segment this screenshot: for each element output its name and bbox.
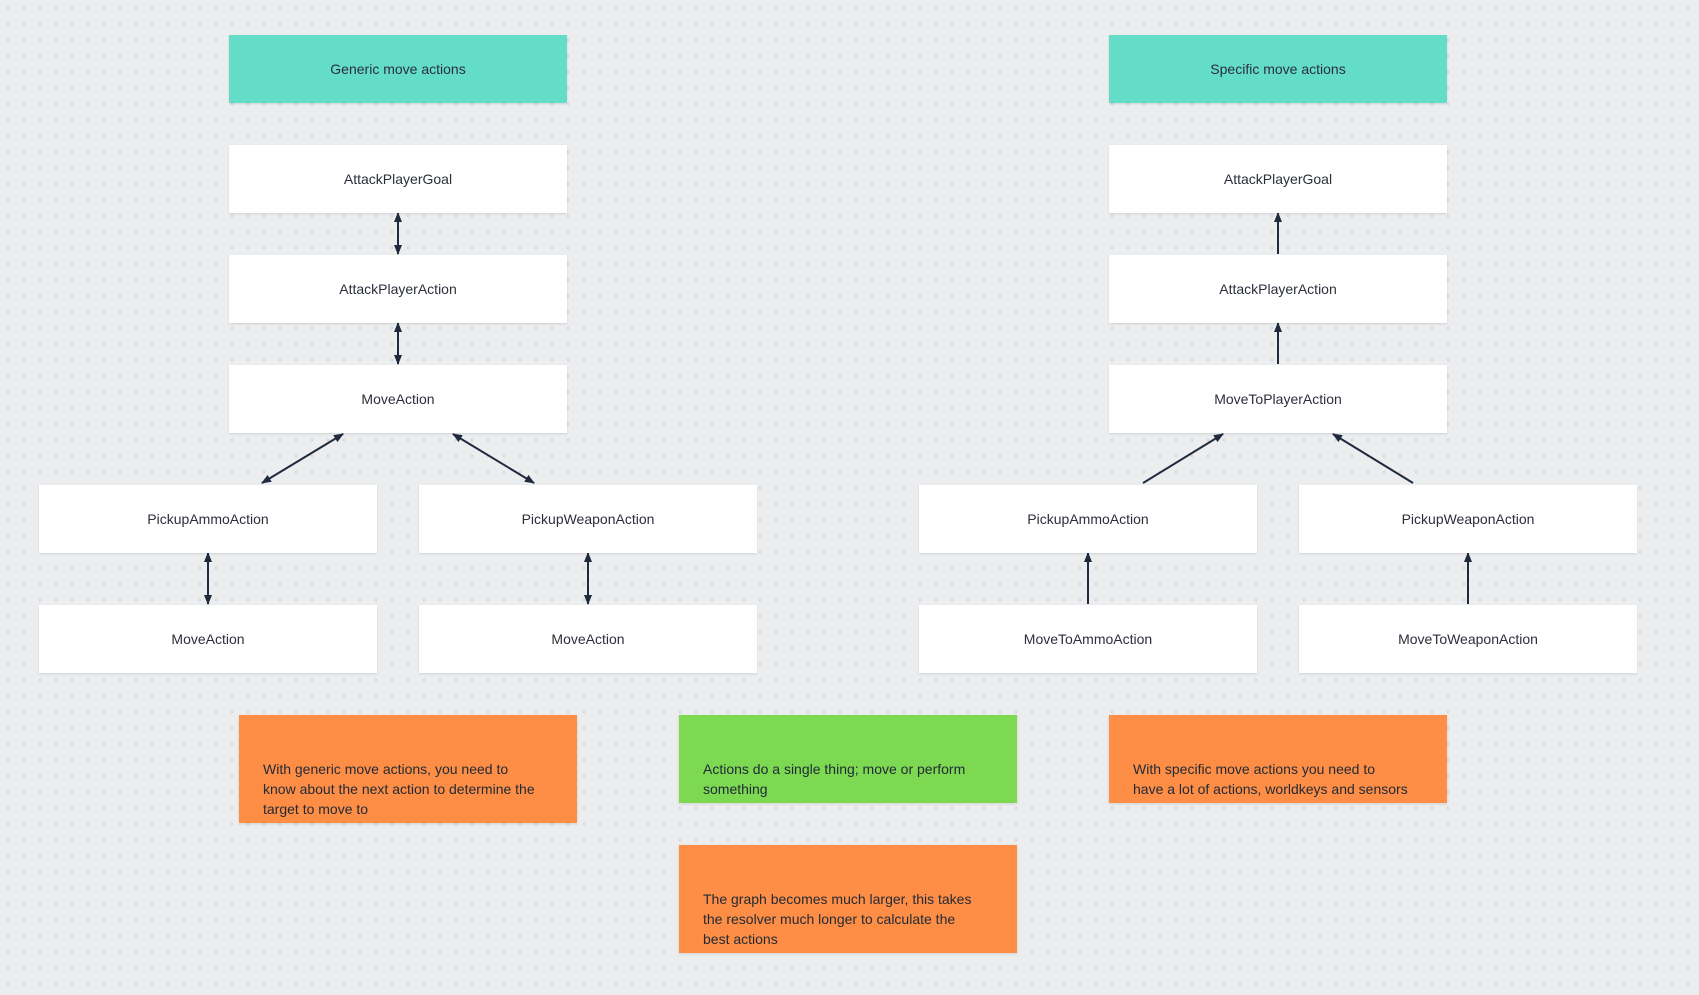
node-label: PickupWeaponAction <box>1401 511 1535 527</box>
node-label: PickupWeaponAction <box>521 511 655 527</box>
specific-move-to-ammo-node[interactable]: MoveToAmmoAction <box>919 605 1257 673</box>
node-label: AttackPlayerGoal <box>343 171 453 187</box>
generic-attack-action-node[interactable]: AttackPlayerAction <box>229 255 567 323</box>
sticky-note-text: With generic move actions, you need to k… <box>263 761 535 817</box>
sticky-note-text: Actions do a single thing; move or perfo… <box>703 761 966 797</box>
specific-attack-goal-node[interactable]: AttackPlayerGoal <box>1109 145 1447 213</box>
edge-specific-weapon-move <box>1332 433 1414 484</box>
node-label: PickupAmmoAction <box>1027 511 1149 527</box>
specific-move-to-player-node[interactable]: MoveToPlayerAction <box>1109 365 1447 433</box>
generic-move-weapon-node[interactable]: MoveAction <box>419 605 757 673</box>
generic-attack-goal-node[interactable]: AttackPlayerGoal <box>229 145 567 213</box>
node-label: MoveAction <box>171 631 245 647</box>
generic-header[interactable]: Generic move actions <box>229 35 567 103</box>
sticky-note-text: The graph becomes much larger, this take… <box>703 891 972 947</box>
node-label: AttackPlayerAction <box>339 281 457 297</box>
sticky-note-text: With specific move actions you need to h… <box>1133 761 1408 797</box>
node-label: MoveAction <box>551 631 625 647</box>
sticky-note-generic[interactable]: With generic move actions, you need to k… <box>239 715 577 823</box>
generic-pickup-ammo-node[interactable]: PickupAmmoAction <box>39 485 377 553</box>
specific-header[interactable]: Specific move actions <box>1109 35 1447 103</box>
edge-generic-move-weapon <box>452 433 535 484</box>
node-label: MoveToAmmoAction <box>1023 631 1153 647</box>
node-label: AttackPlayerAction <box>1219 281 1337 297</box>
node-label: PickupAmmoAction <box>147 511 269 527</box>
specific-pickup-ammo-node[interactable]: PickupAmmoAction <box>919 485 1257 553</box>
sticky-note-specific[interactable]: With specific move actions you need to h… <box>1109 715 1447 803</box>
sticky-note-single-thing[interactable]: Actions do a single thing; move or perfo… <box>679 715 1017 803</box>
node-label: MoveAction <box>361 391 435 407</box>
generic-move-ammo-node[interactable]: MoveAction <box>39 605 377 673</box>
generic-pickup-weapon-node[interactable]: PickupWeaponAction <box>419 485 757 553</box>
specific-attack-action-node[interactable]: AttackPlayerAction <box>1109 255 1447 323</box>
node-label: AttackPlayerGoal <box>1223 171 1333 187</box>
specific-header-label: Specific move actions <box>1210 61 1346 77</box>
sticky-note-graph-size[interactable]: The graph becomes much larger, this take… <box>679 845 1017 953</box>
generic-move-action-node[interactable]: MoveAction <box>229 365 567 433</box>
specific-pickup-weapon-node[interactable]: PickupWeaponAction <box>1299 485 1637 553</box>
node-label: MoveToWeaponAction <box>1398 631 1538 647</box>
generic-header-label: Generic move actions <box>330 61 466 77</box>
specific-move-to-weapon-node[interactable]: MoveToWeaponAction <box>1299 605 1637 673</box>
edge-generic-move-ammo <box>261 433 344 484</box>
edge-specific-ammo-move <box>1142 433 1224 484</box>
node-label: MoveToPlayerAction <box>1214 391 1342 407</box>
